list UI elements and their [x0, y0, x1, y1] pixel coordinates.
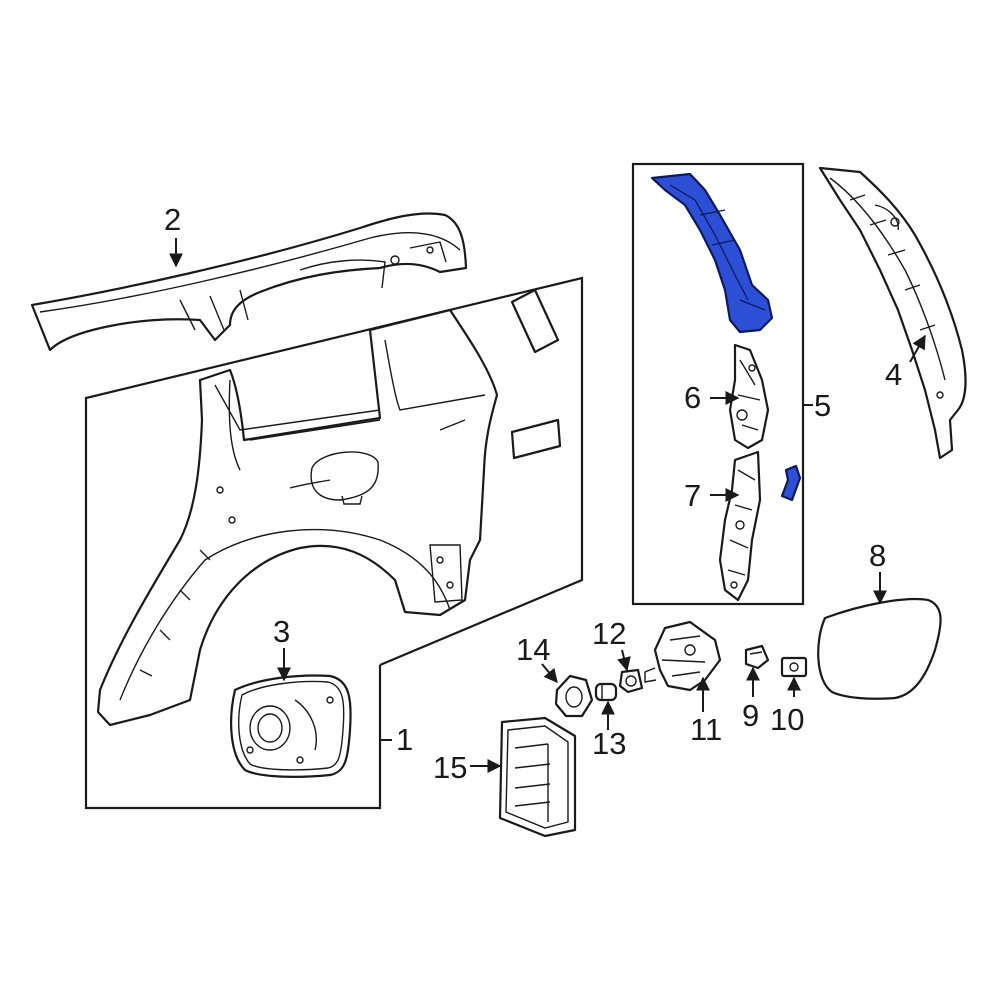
fuel-filler-pocket-part[interactable] [498, 716, 577, 838]
callout-11: 11 [690, 712, 722, 747]
leader-lines [169, 238, 926, 773]
nut-part[interactable] [780, 656, 808, 678]
callout-12: 12 [592, 616, 626, 651]
callout-3: 3 [273, 614, 290, 649]
callout-1: 1 [396, 722, 413, 757]
inner-pillar-upper-part[interactable] [728, 343, 770, 450]
callout-10: 10 [770, 702, 804, 737]
fuel-door-housing-part[interactable] [230, 674, 352, 778]
fuel-door-actuator-part[interactable] [644, 620, 722, 692]
callout-6: 6 [684, 380, 701, 415]
callout-5: 5 [814, 388, 831, 423]
group-box-5 [631, 162, 813, 606]
grommet-part[interactable] [618, 668, 644, 694]
callout-14: 14 [516, 632, 550, 667]
highlight-small-bracket[interactable] [780, 464, 802, 502]
callout-9: 9 [742, 698, 759, 733]
clip-part[interactable] [744, 644, 770, 670]
plug-part[interactable] [594, 682, 618, 702]
roof-side-rail-part[interactable] [30, 212, 468, 352]
callout-15: 15 [433, 750, 467, 785]
callout-2: 2 [164, 202, 181, 237]
callout-8: 8 [869, 538, 886, 573]
outer-pillar-part[interactable] [818, 166, 967, 460]
highlight-reinforcement[interactable] [650, 172, 774, 334]
callout-4: 4 [885, 357, 902, 392]
sealing-pad-upper [510, 288, 560, 354]
callout-7: 7 [684, 478, 701, 513]
bumper-part[interactable] [554, 674, 594, 718]
sealing-pad-lower [510, 418, 562, 460]
group-box-1 [84, 276, 584, 810]
callout-13: 13 [592, 726, 626, 761]
inner-pillar-lower-part[interactable] [718, 450, 762, 602]
fuel-filler-door-part[interactable] [817, 597, 942, 700]
callout-labels: 1 2 3 4 5 6 7 8 9 10 11 12 13 14 15 [164, 202, 902, 785]
quarter-panel-part[interactable] [96, 308, 499, 727]
highlighted-part-5[interactable] [650, 172, 802, 502]
